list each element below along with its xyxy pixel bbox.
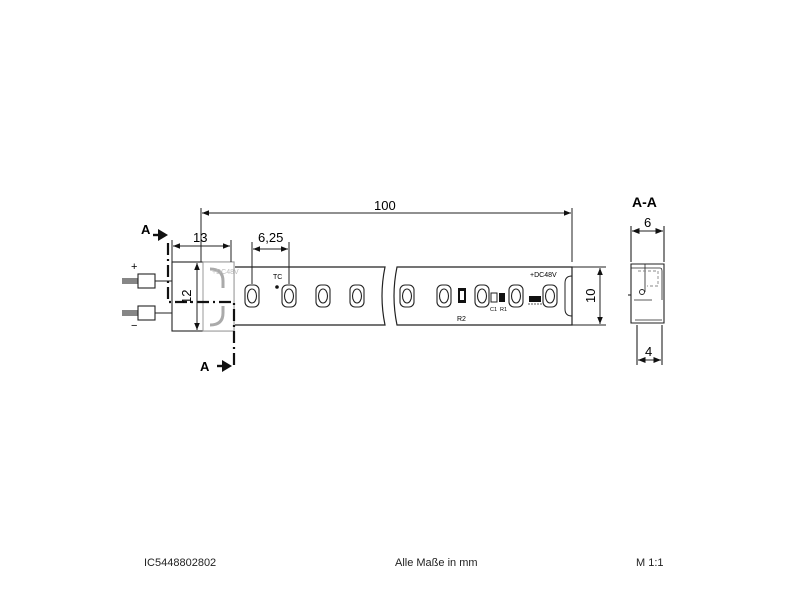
r2-label: R2 [457,316,466,323]
section-view [628,226,665,365]
dimension-lines [171,208,606,330]
wire-plus [137,273,156,289]
strip-components [275,285,543,305]
section-arrows [153,229,232,372]
connector-voltage-label: +DC48V [212,269,239,276]
dim-led-pitch: 6,25 [258,230,283,245]
led-chip [281,284,297,308]
led-chip [399,284,415,308]
dim-connector-length: 13 [193,230,207,245]
scale-label: M 1:1 [636,557,664,569]
connector [155,261,235,332]
dim-strip-width: 10 [583,289,598,303]
connector-wires [122,273,156,321]
dim-total-length: 100 [374,198,396,213]
ic-chip [529,296,541,302]
dim-connector-height: 12 [179,290,194,304]
section-line [166,243,236,366]
strip-voltage-label: +DC48V [530,272,557,279]
section-marker-bottom: A [200,359,210,374]
led-chip [542,284,558,308]
plus-sign: + [131,261,137,273]
connector-clip [202,261,235,332]
tc-label: TC [273,274,282,281]
dim-section-height: 4 [645,344,652,359]
led-chip [315,284,331,308]
led-chip [349,284,365,308]
section-marker-top: A [141,222,151,237]
led-chip [474,284,490,308]
led-chips [244,284,558,308]
wire-minus [137,305,156,321]
section-view-title: A-A [632,194,657,210]
c1-label: C1 [490,307,497,313]
led-strip [235,266,573,326]
led-chip [508,284,524,308]
minus-sign: − [131,320,137,332]
dim-section-width: 6 [644,215,651,230]
resistor-r1 [499,293,505,302]
tc-solder-point [275,285,279,289]
units-note: Alle Maße in mm [395,557,478,569]
led-chip [244,284,260,308]
article-number: IC5448802802 [144,557,217,569]
capacitor-c1 [490,292,498,303]
r1-label: R1 [500,307,507,313]
led-chip [436,284,452,308]
